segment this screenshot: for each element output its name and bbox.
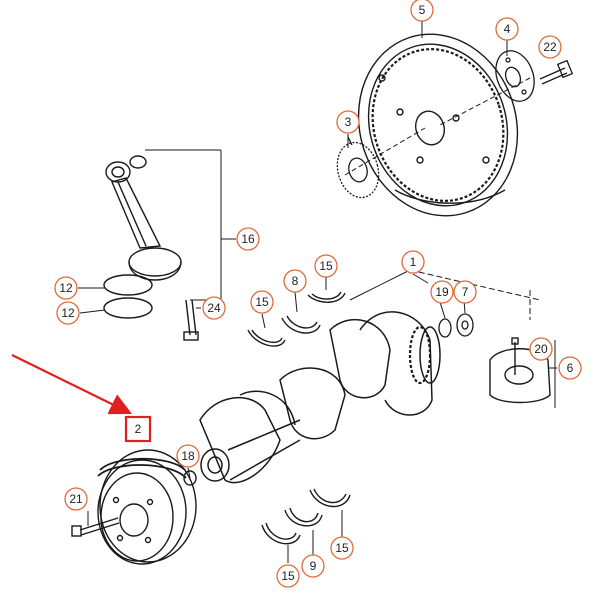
callout-15c: 15: [276, 564, 300, 588]
callout-label: 4: [504, 22, 511, 36]
callout-label: 3: [345, 115, 352, 129]
callout-label: 21: [69, 492, 83, 506]
callout-ring: [301, 554, 325, 578]
callout-ring: [558, 356, 582, 380]
callout-ring: [430, 280, 454, 304]
callout-ring: [330, 536, 354, 560]
callout-label: 15: [335, 541, 349, 555]
callout-ring: [54, 276, 78, 300]
callout-16: 16: [236, 227, 260, 251]
callout-label: 15: [255, 295, 269, 309]
highlight-box: [124, 415, 152, 443]
callout-ring: [314, 254, 338, 278]
callout-20: 20: [529, 337, 553, 361]
callout-label: 12: [59, 281, 73, 295]
callout-ring: [64, 487, 88, 511]
callout-4: 4: [495, 17, 519, 41]
callout-label: 7: [462, 285, 469, 299]
callout-3: 3: [336, 110, 360, 134]
callout-15a: 15: [314, 254, 338, 278]
callout-15d: 15: [330, 536, 354, 560]
callout-15b: 15: [250, 290, 274, 314]
callout-label: 9: [310, 559, 317, 573]
callout-9: 9: [301, 554, 325, 578]
callout-8: 8: [283, 269, 307, 293]
callout-ring: [538, 35, 562, 59]
callout-ring: [236, 227, 260, 251]
callout-ring: [495, 17, 519, 41]
crankshaft-drawing: [199, 269, 541, 484]
bearing-cap-drawing: [489, 337, 556, 408]
callout-ring: [453, 280, 477, 304]
callout-18: 18: [176, 444, 200, 468]
callout-ring: [283, 269, 307, 293]
callout-label: 12: [61, 306, 75, 320]
plate-drawing: [336, 136, 380, 199]
callout-24: 24: [202, 296, 226, 320]
callout-ring: [56, 301, 80, 325]
connecting-rod-drawing: [103, 149, 222, 341]
callout-label: 16: [241, 232, 255, 246]
callout-label: 6: [567, 361, 574, 375]
callout-ring: [529, 337, 553, 361]
callout-ring: [202, 296, 226, 320]
callout-1: 1: [401, 250, 425, 274]
callout-label: 22: [543, 40, 557, 54]
callout-leaders: [78, 21, 557, 563]
highlight-arrow: [11, 354, 132, 415]
callout-19: 19: [430, 280, 454, 304]
callout-label: 5: [419, 3, 426, 17]
seal-parts-drawing: [438, 299, 474, 338]
callout-22: 22: [538, 35, 562, 59]
highlight-label: 2: [135, 422, 142, 436]
callout-ring: [276, 564, 300, 588]
callout-ring: [250, 290, 274, 314]
callout-7: 7: [453, 280, 477, 304]
pulley-drawing: [71, 449, 197, 565]
callout-label: 15: [319, 259, 333, 273]
callout-ring: [336, 110, 360, 134]
callout-label: 8: [292, 274, 299, 288]
callout-ring: [401, 250, 425, 274]
callout-label: 1: [410, 255, 417, 269]
callout-6: 6: [558, 356, 582, 380]
callout-label: 24: [207, 301, 221, 315]
callout-12b: 12: [56, 301, 80, 325]
callout-label: 19: [435, 285, 449, 299]
callout-12a: 12: [54, 276, 78, 300]
callout-5: 5: [410, 0, 434, 22]
callout-ring: [176, 444, 200, 468]
flywheel-drawing: [344, 33, 531, 217]
callout-21: 21: [64, 487, 88, 511]
callout-label: 20: [534, 342, 548, 356]
callout-label: 18: [181, 449, 195, 463]
bearing-shells-drawing: [247, 291, 351, 545]
callout-ring: [410, 0, 434, 22]
callout-label: 15: [281, 569, 295, 583]
shim-and-bolt-drawing: [495, 50, 574, 102]
